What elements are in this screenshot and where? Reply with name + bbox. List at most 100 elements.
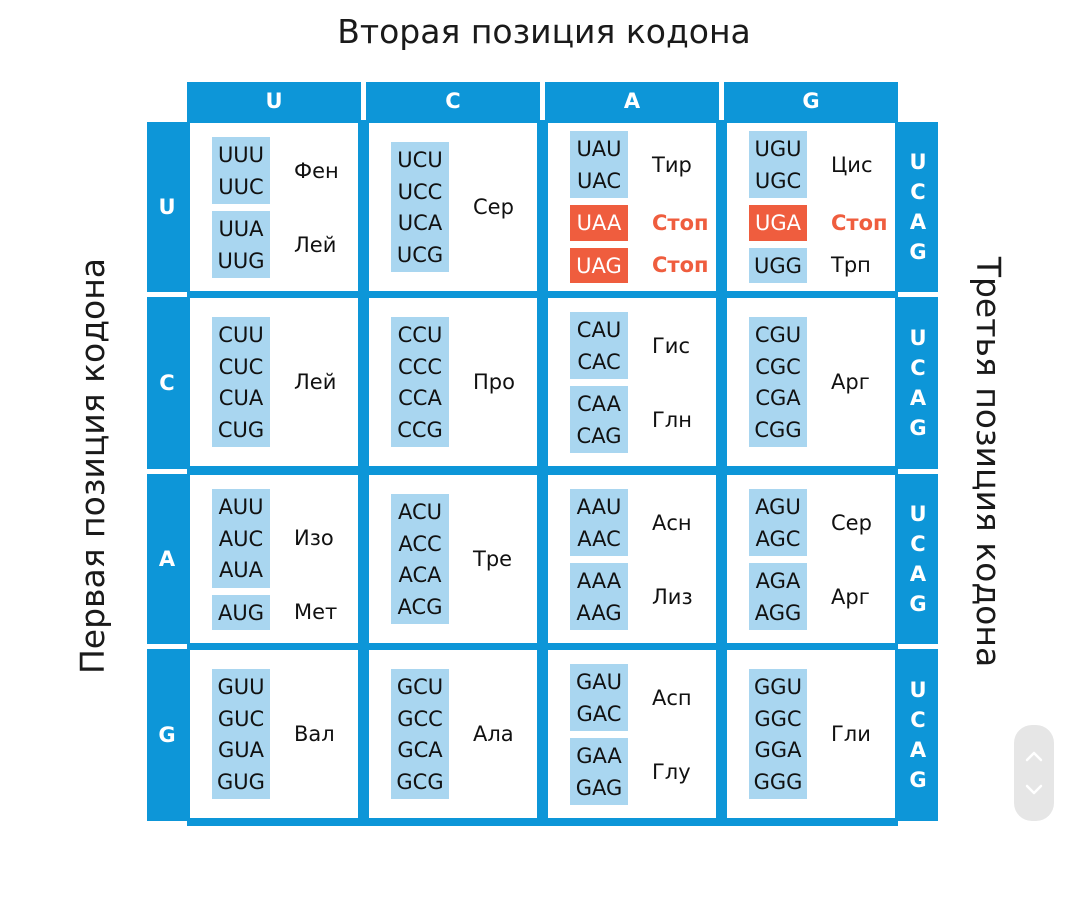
scroll-widget[interactable]: [1014, 725, 1054, 821]
codon: CAA: [577, 392, 621, 416]
col-header-u: U: [187, 82, 361, 120]
codon-group-box: [212, 669, 270, 799]
codon: GGA: [754, 738, 802, 762]
third-pos-letter: G: [909, 416, 927, 440]
codon: CAC: [577, 349, 621, 374]
third-pos-letter: U: [909, 502, 927, 526]
codon: AUC: [218, 526, 264, 551]
codon: AGG: [754, 600, 802, 625]
codon-group-box: [391, 494, 449, 624]
codon: CUA: [218, 386, 264, 410]
codon-group-box: [570, 664, 628, 731]
stop-codon-box: [749, 205, 807, 241]
third-position-title: Третья позиция кодона: [969, 256, 1008, 668]
codon: GAC: [576, 701, 622, 726]
codon: ACU: [397, 500, 443, 524]
codon-group-box: [749, 131, 807, 198]
codon: UUC: [218, 174, 264, 199]
third-pos-letter: C: [910, 356, 926, 380]
chevron-up-icon[interactable]: [1014, 741, 1054, 771]
amino-acid-label: Лей: [294, 232, 337, 257]
codon-group-box: [749, 317, 807, 447]
col-header-a: A: [545, 82, 719, 120]
codon-group-box: [212, 594, 270, 630]
row-header-a: A: [147, 474, 187, 644]
codon: GAA: [576, 744, 622, 768]
third-pos-letter: U: [909, 678, 927, 702]
second-position-title: Вторая позиция кодона: [337, 12, 751, 51]
amino-acid-label: Фен: [294, 158, 339, 183]
codon-group-box: [212, 317, 270, 447]
stop-label: Стоп: [652, 253, 709, 278]
codon: UAU: [576, 137, 622, 161]
codon: CGA: [755, 386, 801, 410]
codon: GAG: [575, 775, 623, 800]
codon: GGU: [754, 675, 802, 699]
third-pos-letter: U: [909, 150, 927, 174]
codon: UGU: [754, 137, 802, 161]
codon-group-box: [570, 738, 628, 805]
codon: ACA: [398, 563, 442, 587]
third-position-a-row: U C A G: [898, 474, 938, 644]
amino-acid-label: Лей: [294, 370, 337, 394]
codon: GCA: [397, 738, 443, 762]
codon: AAA: [576, 569, 622, 593]
codon: ACC: [398, 531, 442, 556]
codon: AGA: [755, 569, 801, 593]
codon: AGU: [755, 495, 801, 519]
codon-group-box: [570, 386, 628, 453]
col-header-c: C: [366, 82, 540, 120]
codon: UCC: [397, 179, 443, 204]
codon: UUU: [217, 143, 265, 167]
third-pos-letter: A: [909, 210, 927, 234]
codon: GGG: [753, 769, 803, 794]
codon-group-box: [749, 247, 807, 283]
row-header-g: G: [147, 649, 187, 821]
codon: UUG: [217, 248, 265, 273]
amino-acid-label: Мет: [294, 600, 338, 625]
amino-acid-label: Асп: [652, 685, 692, 710]
third-position-c-row: U C A G: [898, 297, 938, 469]
col-header-g: G: [724, 82, 898, 120]
codon: GCU: [396, 675, 444, 699]
third-pos-letter: C: [910, 180, 926, 204]
codon: CGC: [755, 354, 801, 379]
codon-group-box: [570, 563, 628, 630]
amino-acid-label: Лиз: [652, 584, 693, 609]
codon: AAG: [576, 600, 622, 625]
codon-group-box: [570, 131, 628, 198]
codon: GGC: [754, 706, 802, 731]
codon: CCA: [398, 386, 442, 410]
codon-group-box: [212, 489, 270, 588]
chevron-down-icon[interactable]: [1014, 775, 1054, 805]
codon: AAU: [576, 495, 622, 519]
codon: CCG: [397, 417, 443, 442]
third-position-g-row: U C A G: [898, 649, 938, 821]
codon: CUC: [218, 354, 264, 379]
amino-acid-label: Цис: [831, 152, 873, 177]
amino-acid-label: Арг: [831, 370, 870, 394]
codon: UGC: [754, 168, 802, 193]
row-header-c: C: [147, 297, 187, 469]
amino-acid-label: Вал: [294, 722, 335, 746]
codon: AUU: [218, 495, 264, 519]
codon: CUG: [217, 417, 265, 442]
third-pos-letter: A: [909, 386, 927, 410]
codon: GUC: [217, 706, 265, 731]
codon: GUG: [217, 769, 265, 794]
first-position-title: Первая позиция кодона: [73, 258, 112, 675]
amino-acid-label: Асн: [652, 510, 692, 535]
amino-acid-label: Тир: [652, 152, 692, 177]
amino-acid-label: Гис: [652, 333, 691, 358]
stop-codon-box: [570, 205, 628, 241]
